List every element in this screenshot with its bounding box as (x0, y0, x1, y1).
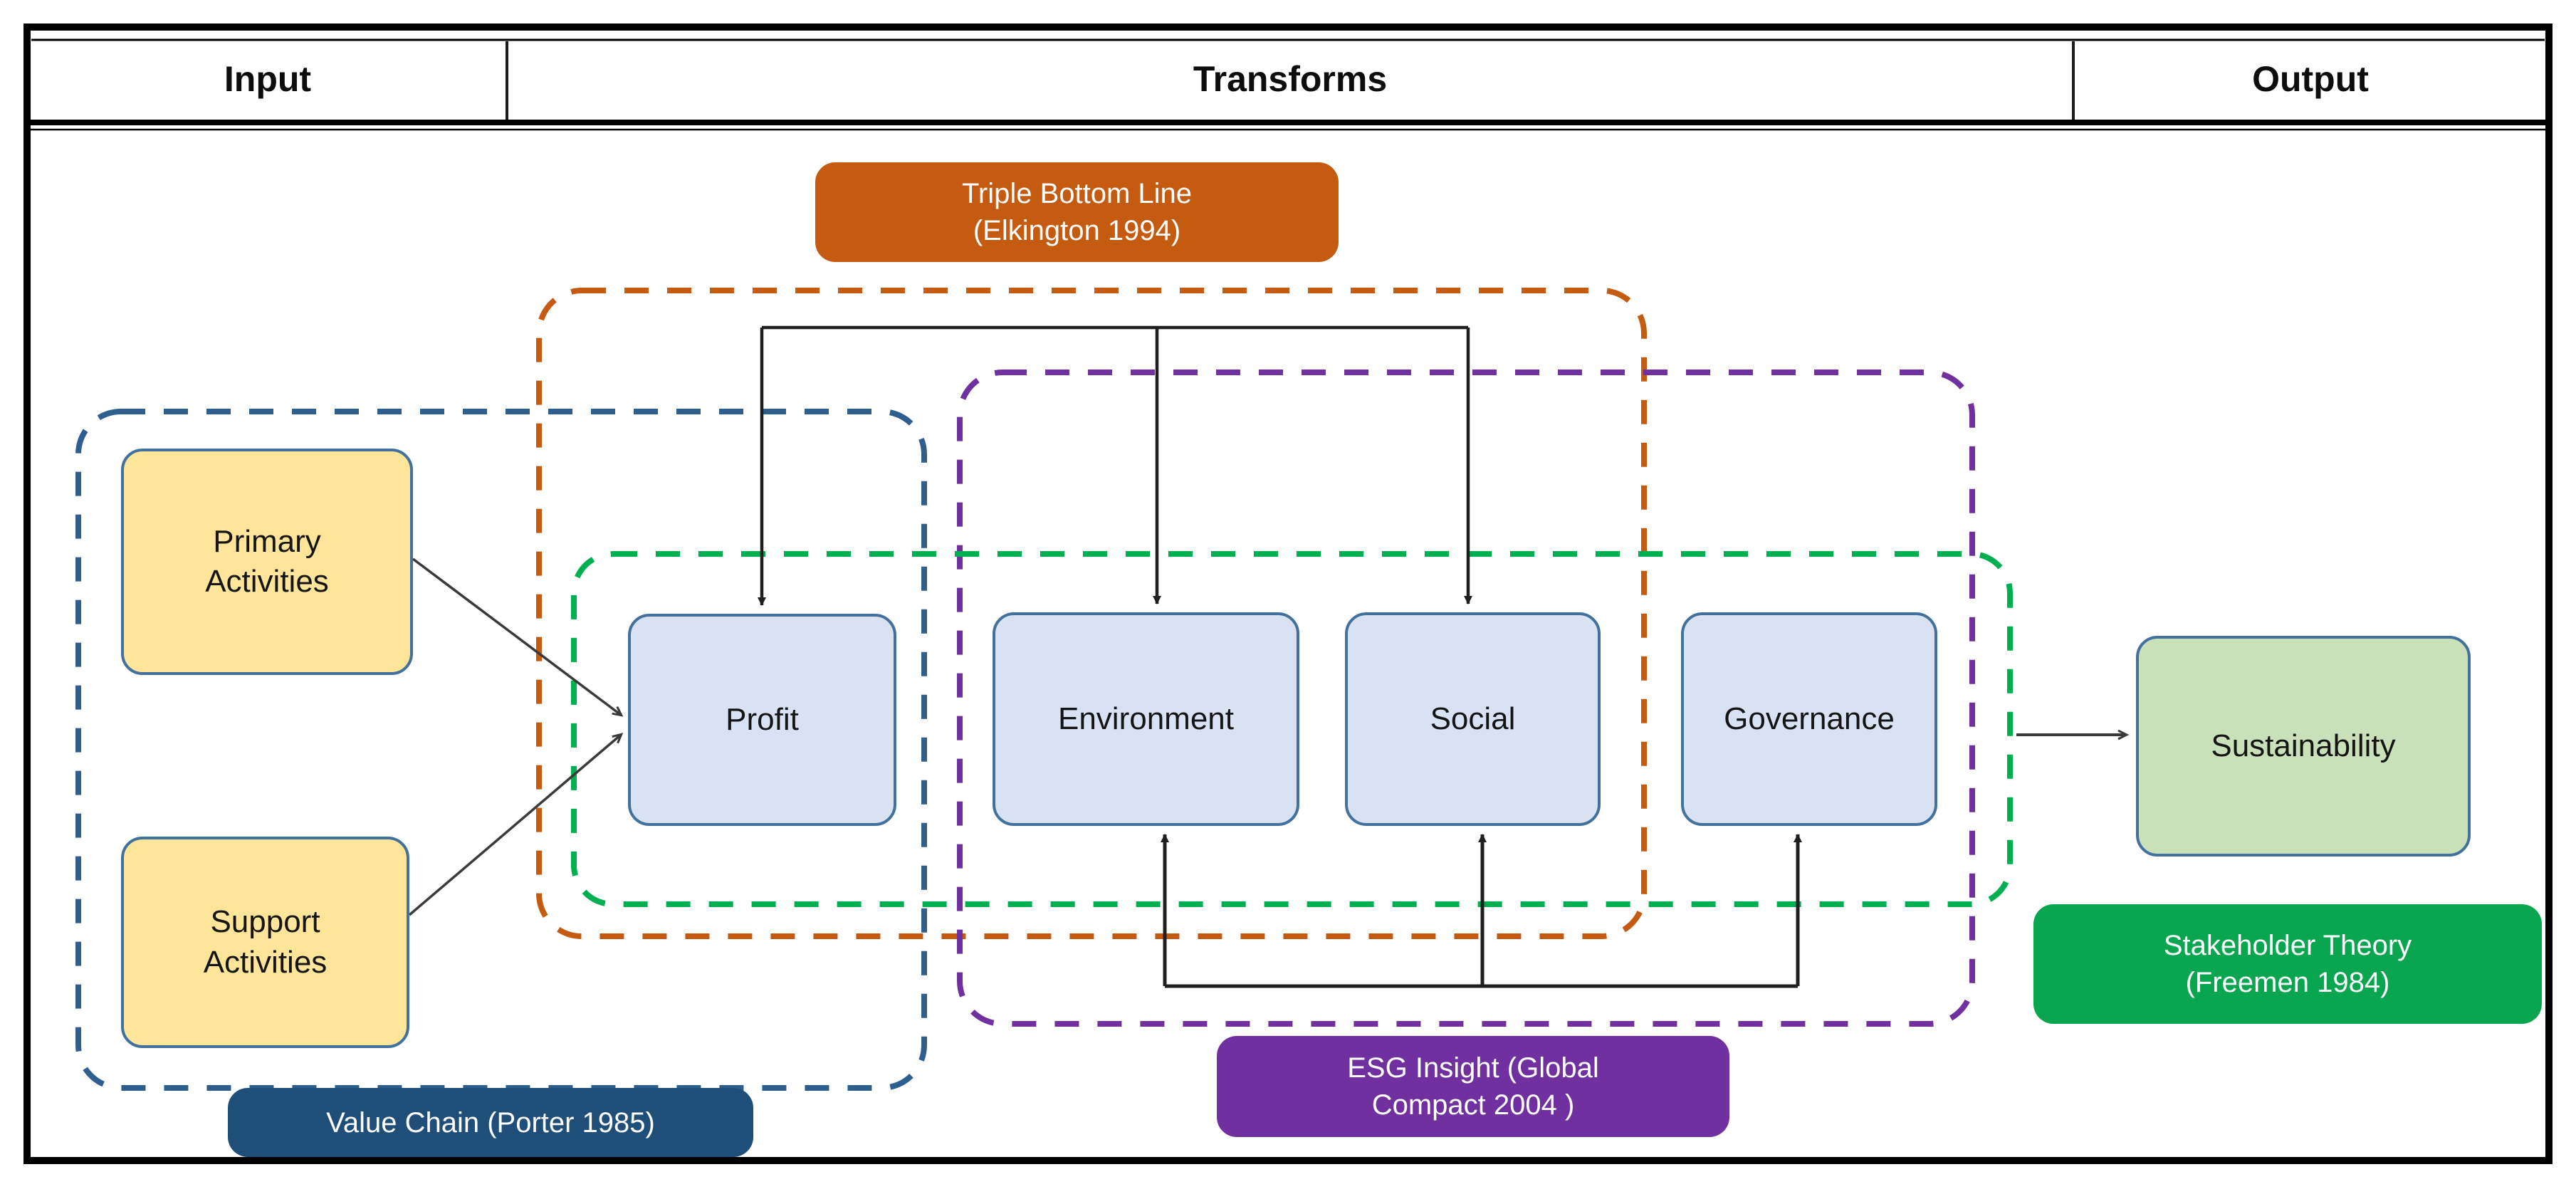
node-label: Environment (1057, 701, 1234, 736)
node-label: Sustainability (2211, 728, 2396, 763)
node-sustainability: Sustainability (2136, 636, 2471, 857)
header-cell-output: Output (2073, 38, 2548, 120)
pill-label-line: Stakeholder Theory (2163, 930, 2412, 961)
header-cell-input: Input (28, 38, 507, 120)
node-support-activities: Support Activities (121, 837, 409, 1048)
bottom-bracket-arrows (1161, 834, 1802, 988)
pill-label-line: Triple Bottom Line (961, 178, 1193, 209)
node-profit: Profit (628, 614, 896, 826)
node-label: Governance (1724, 701, 1895, 736)
header-label: Output (2252, 59, 2369, 99)
header-cell-transforms: Transforms (507, 38, 2073, 120)
header-label: Transforms (1193, 59, 1388, 99)
triple-bottom-line-dashed-region (536, 288, 1647, 939)
label-esg-insight: ESG Insight (Global Compact 2004 ) (1217, 1036, 1729, 1137)
green-dashed-region (571, 551, 2013, 907)
top-bracket-arrows (758, 325, 1472, 606)
value-chain-dashed-region (75, 409, 927, 1091)
outer-frame (23, 23, 2553, 1164)
header-label: Input (224, 59, 312, 99)
activities-to-profit-arrows (408, 557, 621, 916)
label-value-chain: Value Chain (Porter 1985) (228, 1088, 753, 1157)
label-stakeholder-theory: Stakeholder Theory (Freemen 1984) (2033, 904, 2542, 1024)
pill-label-line: (Freemen 1984) (2185, 967, 2390, 998)
node-label-line: Activities (205, 564, 329, 599)
node-label: Social (1430, 701, 1516, 736)
node-label-line: Activities (203, 944, 328, 980)
pill-label-line: (Elkington 1994) (973, 215, 1181, 246)
node-label-line: Primary (213, 523, 321, 559)
node-label: Profit (726, 701, 799, 737)
pill-label-line: Value Chain (Porter 1985) (326, 1106, 655, 1138)
node-environment: Environment (993, 612, 1299, 826)
node-primary-activities: Primary Activities (121, 449, 413, 675)
node-label-line: Support (210, 904, 320, 940)
label-triple-bottom-line: Triple Bottom Line (Elkington 1994) (815, 162, 1339, 262)
pill-label-line: Compact 2004 ) (1371, 1089, 1575, 1121)
node-governance: Governance (1681, 612, 1937, 826)
pill-label-line: ESG Insight (Global (1347, 1052, 1599, 1084)
node-social: Social (1345, 612, 1601, 826)
